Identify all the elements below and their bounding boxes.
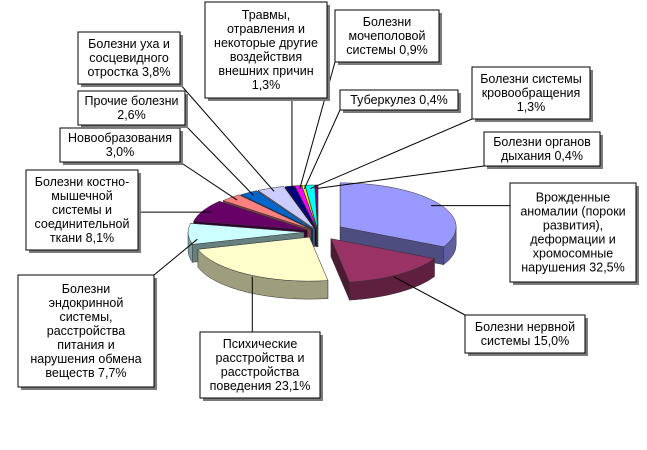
pie-slice bbox=[240, 190, 314, 230]
data-label-box bbox=[204, 1, 328, 99]
pie-slice bbox=[197, 236, 329, 282]
data-label: Туберкулез 0,4% bbox=[339, 89, 461, 113]
pie-tops-layer bbox=[187, 182, 457, 283]
data-label-text: Болезни органов bbox=[493, 135, 591, 149]
data-label-box bbox=[199, 331, 321, 399]
data-label-text: 2,6% bbox=[117, 108, 146, 122]
data-label-text: деформации и bbox=[530, 233, 616, 247]
data-label-box bbox=[464, 314, 586, 354]
pie-slice bbox=[187, 223, 305, 245]
data-label-text: расстройства bbox=[221, 365, 299, 379]
data-label-text: питания и bbox=[57, 338, 114, 352]
data-label-box bbox=[483, 131, 601, 167]
data-label-text: Травмы, bbox=[242, 8, 290, 22]
data-label-text: расстройства и bbox=[216, 351, 305, 365]
data-label-text: 1,3% bbox=[252, 78, 281, 92]
pie-slice bbox=[304, 184, 318, 230]
data-label-text: Болезни bbox=[363, 15, 411, 29]
data-label-box bbox=[77, 90, 186, 126]
leader-line bbox=[316, 165, 485, 189]
leader-line bbox=[310, 118, 473, 190]
data-label-text: соединительной bbox=[35, 217, 130, 231]
pie-slice bbox=[339, 182, 457, 248]
leader-line bbox=[179, 83, 275, 192]
pie-slice bbox=[294, 185, 317, 230]
data-label-text: Болезни уха и bbox=[88, 37, 170, 51]
data-label-text: 1,3% bbox=[517, 100, 546, 114]
pie-slice bbox=[193, 201, 308, 231]
pie-slice bbox=[284, 185, 317, 230]
data-label-text: отростка 3,8% bbox=[88, 65, 171, 79]
data-label-box bbox=[77, 31, 181, 85]
leader-line bbox=[393, 276, 466, 316]
data-label: Болезниэндокриннойсистемы,расстройствапи… bbox=[17, 274, 157, 390]
data-label-text: нарушения обмена bbox=[30, 352, 141, 366]
data-label-text: ткани 8,1% bbox=[50, 231, 114, 245]
data-label-text: Прочие болезни bbox=[85, 94, 179, 108]
data-label-text: системы 0,9% bbox=[346, 43, 428, 57]
data-label-box bbox=[509, 182, 637, 283]
data-label-text: Болезни нервной bbox=[475, 320, 575, 334]
data-label-text: воздействия bbox=[230, 50, 302, 64]
data-label-text: некоторые другие bbox=[214, 36, 318, 50]
data-label-text: Врожденные bbox=[536, 191, 610, 205]
data-label-text: внешних причин bbox=[218, 64, 313, 78]
data-label-text: 3,0% bbox=[106, 145, 135, 159]
pie-slice bbox=[257, 186, 315, 230]
data-label-text: отравления и bbox=[227, 22, 305, 36]
leader-line bbox=[303, 109, 341, 190]
data-label-text: системы и bbox=[52, 203, 112, 217]
data-label-text: мочеполовой bbox=[348, 29, 425, 43]
pie-slice bbox=[330, 238, 436, 283]
data-label-box bbox=[339, 89, 459, 111]
data-label-text: поведения 23,1% bbox=[210, 379, 311, 393]
data-label-text: Туберкулез 0,4% bbox=[350, 93, 448, 107]
data-label-text: Болезни bbox=[62, 282, 110, 296]
data-label-box bbox=[334, 9, 440, 63]
leader-line bbox=[179, 161, 238, 201]
data-label-text: нарушения 32,5% bbox=[521, 261, 624, 275]
data-label-text: системы, bbox=[59, 310, 112, 324]
leader-lines-layer bbox=[138, 61, 510, 332]
data-label-text: дыхания 0,4% bbox=[501, 149, 583, 163]
data-label-text: развития), bbox=[543, 219, 603, 233]
leader-line bbox=[184, 124, 254, 196]
data-label-text: эндокринной bbox=[49, 296, 124, 310]
data-label-box bbox=[25, 169, 139, 251]
data-label-text: Болезни костно- bbox=[35, 175, 130, 189]
data-label-text: расстройства bbox=[47, 324, 125, 338]
data-label-text: Новообразования bbox=[68, 131, 172, 145]
data-label-text: Психические bbox=[223, 337, 298, 351]
data-label-text: сосцевидного bbox=[89, 51, 169, 65]
data-label-text: веществ 7,7% bbox=[45, 366, 126, 380]
data-label-box bbox=[471, 66, 591, 120]
data-label-text: аномалии (пороки bbox=[520, 205, 625, 219]
leader-line bbox=[153, 238, 198, 276]
data-label-text: мышечной bbox=[51, 189, 113, 203]
data-label-text: кровообращения bbox=[482, 86, 581, 100]
data-label-text: системы 15,0% bbox=[481, 334, 570, 348]
data-label-text: Болезни системы bbox=[480, 72, 582, 86]
data-label-box bbox=[17, 274, 155, 388]
pie-slice bbox=[222, 194, 312, 230]
data-label-text: хромосомные bbox=[533, 247, 614, 261]
pie-slice bbox=[301, 184, 318, 230]
